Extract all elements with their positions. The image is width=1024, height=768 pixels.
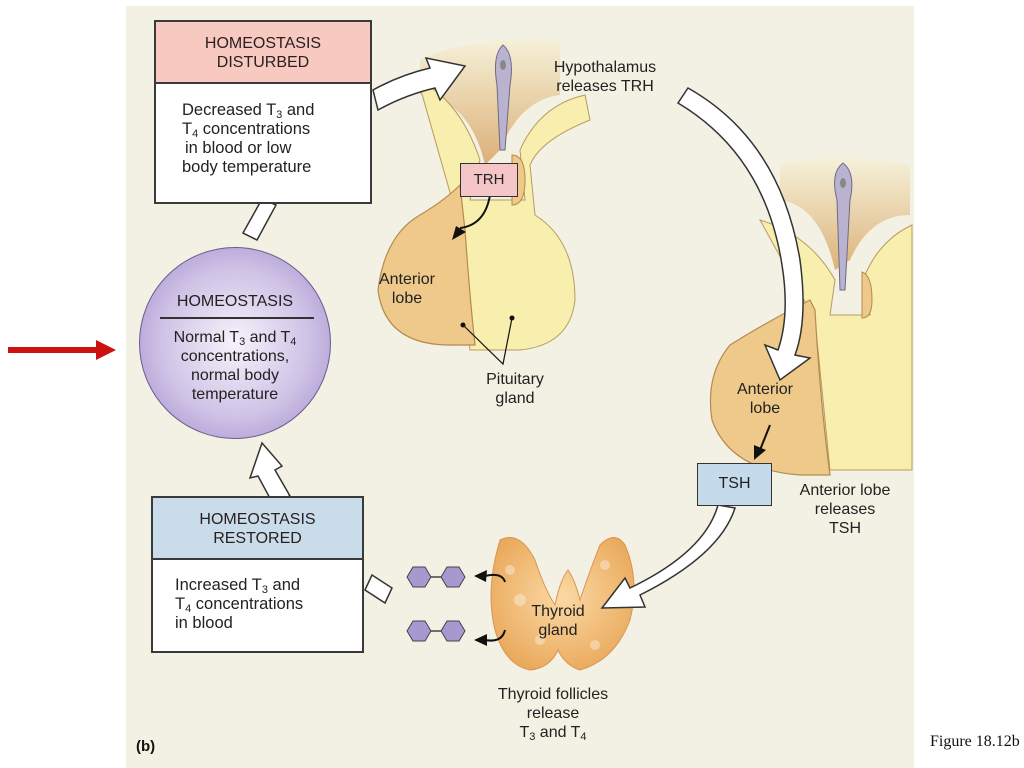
hypothalamus-label: Hypothalamus releases TRH [553, 59, 657, 95]
arrow-hypothalamus-to-pituitary [676, 87, 812, 382]
thyroid-gland-label: Thyroid gland [531, 603, 585, 639]
arrow-tsh-to-thyroid [600, 504, 736, 609]
hormone-molecule-t3 [406, 566, 466, 588]
pointer-arrow-icon [8, 340, 116, 360]
homeostasis-restored-box: HOMEOSTASIS RESTORED Increased T3 and T4… [151, 496, 364, 653]
disturbed-header: HOMEOSTASIS DISTURBED [156, 22, 370, 84]
restored-header: HOMEOSTASIS RESTORED [153, 498, 362, 560]
flow-arrows [241, 56, 812, 609]
arrow-thyroid-to-restored [364, 573, 393, 605]
part-label: (b) [136, 738, 156, 755]
thyroid-illustration [490, 537, 635, 671]
homeostasis-title: HOMEOSTASIS [176, 293, 294, 310]
arrow-restored-to-homeostasis [248, 441, 292, 503]
tsh-tag: TSH [697, 463, 772, 506]
anterior-lobe-label-1: Anterior lobe [378, 271, 436, 307]
arrow-homeostasis-to-disturbed [241, 198, 278, 241]
homeostasis-divider [160, 317, 314, 319]
figure-caption: Figure 18.12b [930, 733, 1020, 750]
thyroid-follicles-release-label: Thyroid follicles release T3 and T4 [497, 686, 609, 743]
trh-tag: TRH [460, 163, 518, 197]
anterior-lobe-label-2: Anterior lobe [736, 381, 794, 417]
disturbed-body: Decreased T3 and T4 concentrations in bl… [182, 101, 315, 176]
homeostasis-circle: HOMEOSTASIS Normal T3 and T4 concentrati… [139, 247, 331, 439]
homeostasis-disturbed-box: HOMEOSTASIS DISTURBED Decreased T3 and T… [154, 20, 372, 204]
homeostasis-body: Normal T3 and T4 concentrations, normal … [173, 329, 297, 403]
restored-body: Increased T3 and T4 concentrations in bl… [175, 576, 304, 632]
arrow-disturbed-to-hypothalamus [372, 56, 467, 112]
pituitary-gland-label: Pituitary gland [486, 371, 544, 407]
pituitary-illustration-1 [377, 39, 591, 366]
pituitary-illustration-2 [709, 157, 913, 476]
anterior-lobe-releases-tsh-label: Anterior lobe releases TSH [799, 482, 891, 537]
hormone-molecule-t4 [406, 620, 466, 642]
